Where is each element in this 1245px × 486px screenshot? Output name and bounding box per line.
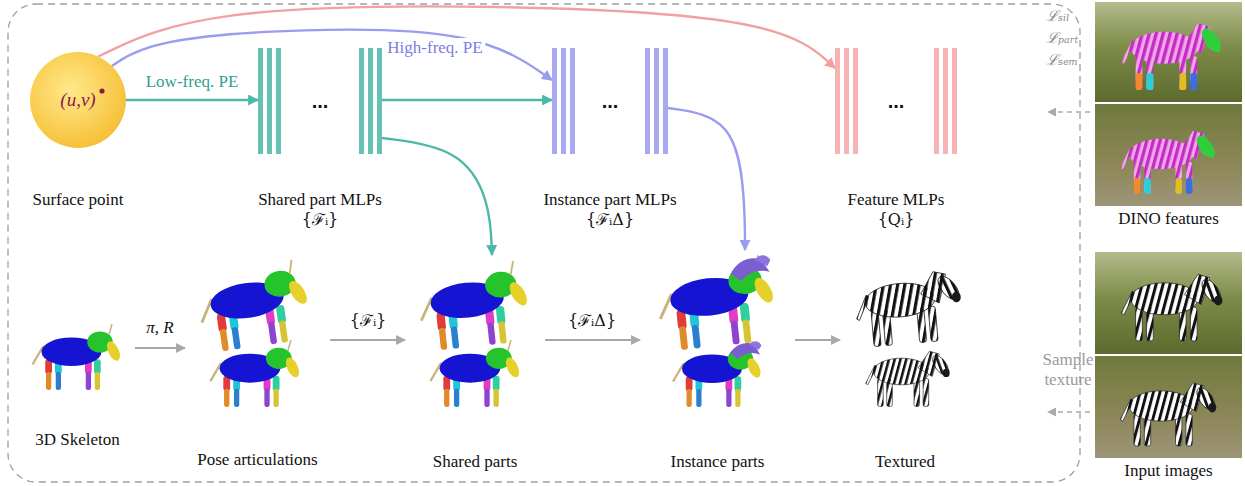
- input-photos: [1120, 383, 1218, 446]
- loss-label: ℒₛᵢₗ: [1046, 8, 1070, 25]
- pose-figure: Pose articulations: [185, 255, 330, 410]
- textured-figure: Textured: [840, 255, 970, 410]
- node-label: Textured: [875, 452, 935, 472]
- node-label: Instance parts: [671, 452, 765, 472]
- note-label: Sample texture: [1038, 350, 1098, 389]
- part-figures: [866, 351, 952, 406]
- edge-label: {ℱᵢ}: [347, 312, 390, 330]
- node-label: Instance part MLPs: [543, 190, 676, 210]
- connector: [668, 108, 745, 250]
- input-photos: [1095, 252, 1242, 354]
- connector: [330, 339, 405, 341]
- part-figures: [33, 254, 967, 407]
- part-figures: [33, 324, 123, 390]
- mlp-bars: [654, 48, 659, 154]
- mlp-bars: [844, 48, 849, 154]
- mlp-bars: [258, 48, 263, 154]
- connector: [126, 99, 258, 101]
- connector: [795, 339, 840, 341]
- mlp-bars: [359, 48, 364, 154]
- mlp-bars: [835, 48, 840, 154]
- dino-feature-images: [1095, 2, 1242, 206]
- node-inner-text: (u,v): [60, 89, 95, 111]
- input-photos: [1095, 356, 1242, 458]
- loss-label: ℒₛₑₘ: [1046, 52, 1078, 69]
- input-photos: [1095, 252, 1242, 458]
- skeleton-figure: 3D Skeleton: [20, 300, 135, 400]
- surface-point-circle: (u,v)Surface point: [30, 52, 126, 148]
- node-label: {ℱᵢΔ}: [586, 211, 634, 229]
- part-figures: [673, 341, 763, 407]
- mlp-bars: [258, 48, 957, 154]
- mlp-bars: [552, 48, 557, 154]
- part-figures: [195, 258, 316, 354]
- node-label: Pose articulations: [197, 450, 317, 470]
- node-label: Shared part MLPs: [258, 190, 382, 210]
- part-figures: [853, 269, 967, 348]
- connector: [545, 339, 640, 341]
- node-label: Surface point: [32, 190, 123, 210]
- node-label: Feature MLPs: [848, 190, 945, 210]
- node-inner-text: ...: [602, 90, 619, 113]
- parts-figure: Instance parts: [640, 250, 795, 410]
- mlp-bars: [276, 48, 281, 154]
- mlp-bars: [952, 48, 957, 154]
- circle-fill: [30, 52, 126, 148]
- image-panel: Input images: [1095, 252, 1242, 458]
- framework-border: [8, 4, 1080, 482]
- mlp-bars: [645, 48, 650, 154]
- dino-feature-images: [1095, 2, 1242, 102]
- node-label: {ℱᵢ}: [302, 211, 339, 229]
- edge-label: π, R: [143, 318, 176, 338]
- mlp-bars: [853, 48, 858, 154]
- dino-feature-images: [1120, 131, 1218, 194]
- mlp-bars: [663, 48, 668, 154]
- part-figures: [210, 340, 301, 407]
- connector: [135, 347, 185, 349]
- mlp-stack: ...Shared part MLPs{ℱᵢ}: [258, 48, 382, 154]
- node-inner-text: ...: [312, 90, 329, 113]
- edge-label: High-freq. PE: [384, 38, 485, 58]
- part-figures: [655, 254, 781, 352]
- supervision-arrows: [1048, 411, 1090, 413]
- input-photos: [1121, 274, 1224, 341]
- part-figures: [416, 260, 534, 352]
- mlp-bars: [377, 48, 382, 154]
- edge-label: {ℱᵢΔ}: [565, 312, 619, 330]
- node-inner-text: ...: [888, 90, 905, 113]
- node-label: {Qᵢ}: [878, 211, 915, 229]
- mlp-bars: [267, 48, 272, 154]
- edge-label: Low-freq. PE: [143, 72, 242, 92]
- connector: [382, 99, 552, 101]
- connector: [382, 138, 492, 255]
- parts-figure: Shared parts: [405, 255, 545, 410]
- dino-feature-images: [1095, 104, 1242, 206]
- mlp-bars: [570, 48, 575, 154]
- dino-feature-images: [1121, 23, 1224, 90]
- mlp-stack: ...Feature MLPs{Qᵢ}: [835, 48, 957, 154]
- loss-label: ℒₚₐᵣₜ: [1046, 30, 1079, 47]
- mlp-bars: [934, 48, 939, 154]
- node-label: Shared parts: [433, 452, 518, 472]
- supervision-arrows: [1048, 111, 1090, 113]
- node-label: Input images: [1124, 461, 1212, 481]
- mlp-stack: ...Instance part MLPs{ℱᵢΔ}: [552, 48, 668, 154]
- node-label: DINO features: [1118, 209, 1219, 229]
- image-panel: DINO features: [1095, 2, 1242, 206]
- surface-dot: [99, 88, 104, 93]
- part-figures: [430, 340, 521, 407]
- node-label: 3D Skeleton: [35, 430, 120, 450]
- mlp-bars: [561, 48, 566, 154]
- mlp-bars: [943, 48, 948, 154]
- connector: [98, 6, 835, 68]
- mlp-bars: [368, 48, 373, 154]
